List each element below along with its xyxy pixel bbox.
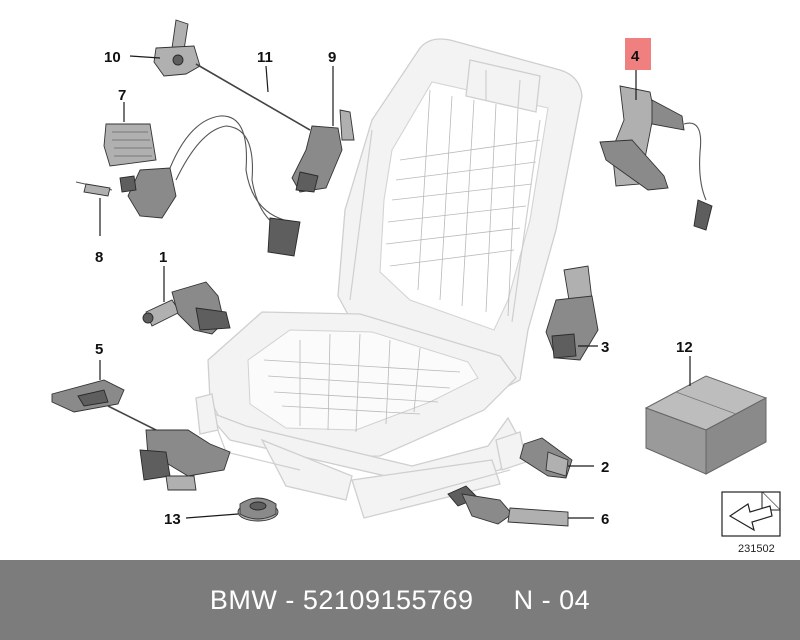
footer-banner: BMW - 52109155769 N - 04 bbox=[0, 560, 800, 640]
reference-code: 231502 bbox=[738, 543, 775, 555]
seat-frame bbox=[195, 38, 583, 519]
part-12-box bbox=[644, 375, 768, 475]
leader-lines bbox=[99, 55, 691, 519]
part-13-cap bbox=[237, 497, 279, 522]
footer-separator: - bbox=[277, 584, 303, 615]
highlighted-callout-box bbox=[625, 38, 651, 70]
footer-brand: BMW bbox=[209, 584, 278, 615]
seat-parts-diagram: 10 11 9 7 8 1 5 13 3 4 2 6 12 231502 bbox=[51, 19, 781, 555]
part-6-spindle bbox=[447, 485, 569, 527]
callout-13: 13 bbox=[164, 511, 181, 528]
footer-position: N - 04 bbox=[513, 584, 591, 615]
callout-12: 12 bbox=[676, 339, 693, 356]
part-2-cylinder bbox=[519, 437, 573, 479]
part-8-pin bbox=[75, 181, 113, 197]
callout-9: 9 bbox=[328, 49, 336, 66]
callout-8: 8 bbox=[95, 249, 103, 266]
callout-10: 10 bbox=[104, 49, 121, 66]
part-10-handle-assembly bbox=[153, 19, 201, 77]
callout-3: 3 bbox=[601, 339, 609, 356]
callout-7: 7 bbox=[118, 87, 126, 104]
callout-6: 6 bbox=[601, 511, 609, 528]
callout-5: 5 bbox=[95, 341, 103, 358]
callout-4: 4 bbox=[631, 48, 640, 65]
footer-part-number: 52109155769 bbox=[302, 584, 474, 615]
callout-11: 11 bbox=[257, 49, 273, 66]
page-corner-arrow-icon bbox=[721, 491, 781, 537]
part-4-bracket bbox=[599, 85, 713, 231]
part-5-height-adjuster bbox=[51, 379, 231, 491]
callout-1: 1 bbox=[159, 249, 167, 266]
callout-labels: 10 11 9 7 8 1 5 13 3 4 2 6 12 bbox=[95, 48, 693, 528]
part-1-motor bbox=[142, 281, 231, 335]
callout-2: 2 bbox=[601, 459, 609, 476]
footer-gap bbox=[474, 585, 514, 616]
part-3-motor bbox=[545, 265, 599, 361]
part-11-cable bbox=[195, 63, 311, 131]
part-7-module bbox=[103, 115, 301, 257]
part-9-motor bbox=[291, 109, 355, 193]
